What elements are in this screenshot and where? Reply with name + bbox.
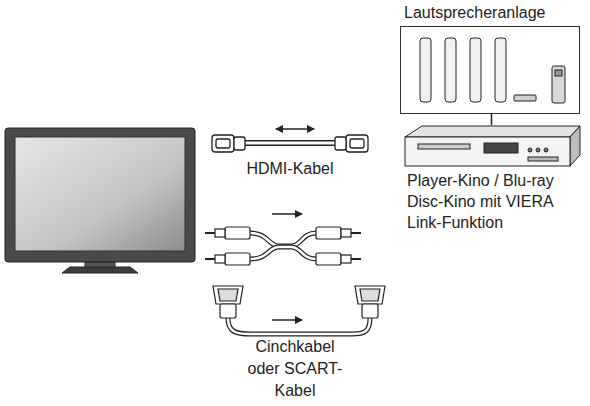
hdmi-cable [212,135,368,152]
speaker-box: Lautsprecheranlage [400,2,580,114]
cinch-cable [205,227,361,265]
scart-cable [213,286,385,334]
player-device [405,126,580,166]
player-box: Player-Kino / Blu-ray Disc-Kino mit VIER… [403,125,581,237]
connector-line [491,114,493,125]
node-text: Lautsprecheranlage [400,2,580,23]
direction-arrow [272,319,302,321]
direction-arrow [276,128,314,130]
cable-label: Cinchkabel oder SCART-Kabel [238,336,352,402]
direction-arrow [272,213,302,215]
speaker-frame [400,26,580,114]
node-text: Player-Kino / Blu-ray Disc-Kino mit VIER… [403,170,557,233]
tv-set [5,128,195,273]
cable-label: HDMI-Kabel [240,158,340,180]
speaker-set [420,38,565,103]
